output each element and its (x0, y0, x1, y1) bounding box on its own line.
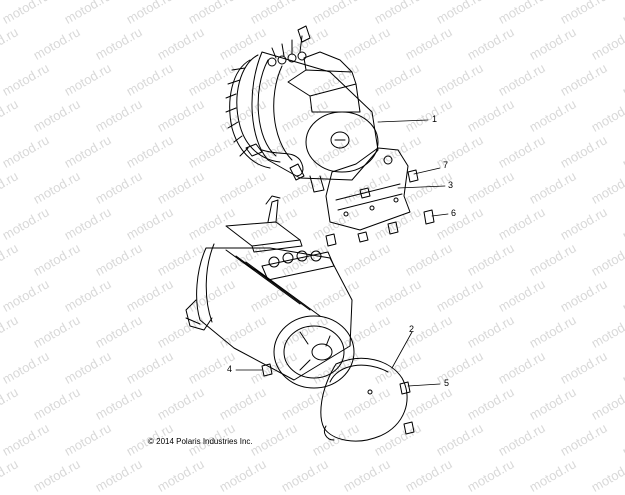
callout-5: 5 (444, 378, 450, 388)
callout-7: 7 (443, 160, 449, 170)
cover-plate (320, 357, 408, 442)
motor-assembly-drawing (185, 25, 449, 442)
callout-3: 3 (448, 180, 454, 190)
callout-1: 1 (432, 114, 438, 124)
upper-motor (225, 25, 379, 193)
callout-leaders (235, 119, 449, 387)
bracket-fasteners (325, 169, 435, 247)
lower-motor (185, 195, 355, 389)
mounting-bracket (325, 147, 411, 231)
copyright-notice: © 2014 Polaris Industries Inc. (148, 437, 253, 446)
callout-6: 6 (451, 208, 457, 218)
callout-2: 2 (409, 324, 415, 334)
cover-fasteners (261, 363, 415, 435)
callout-4: 4 (227, 364, 233, 374)
